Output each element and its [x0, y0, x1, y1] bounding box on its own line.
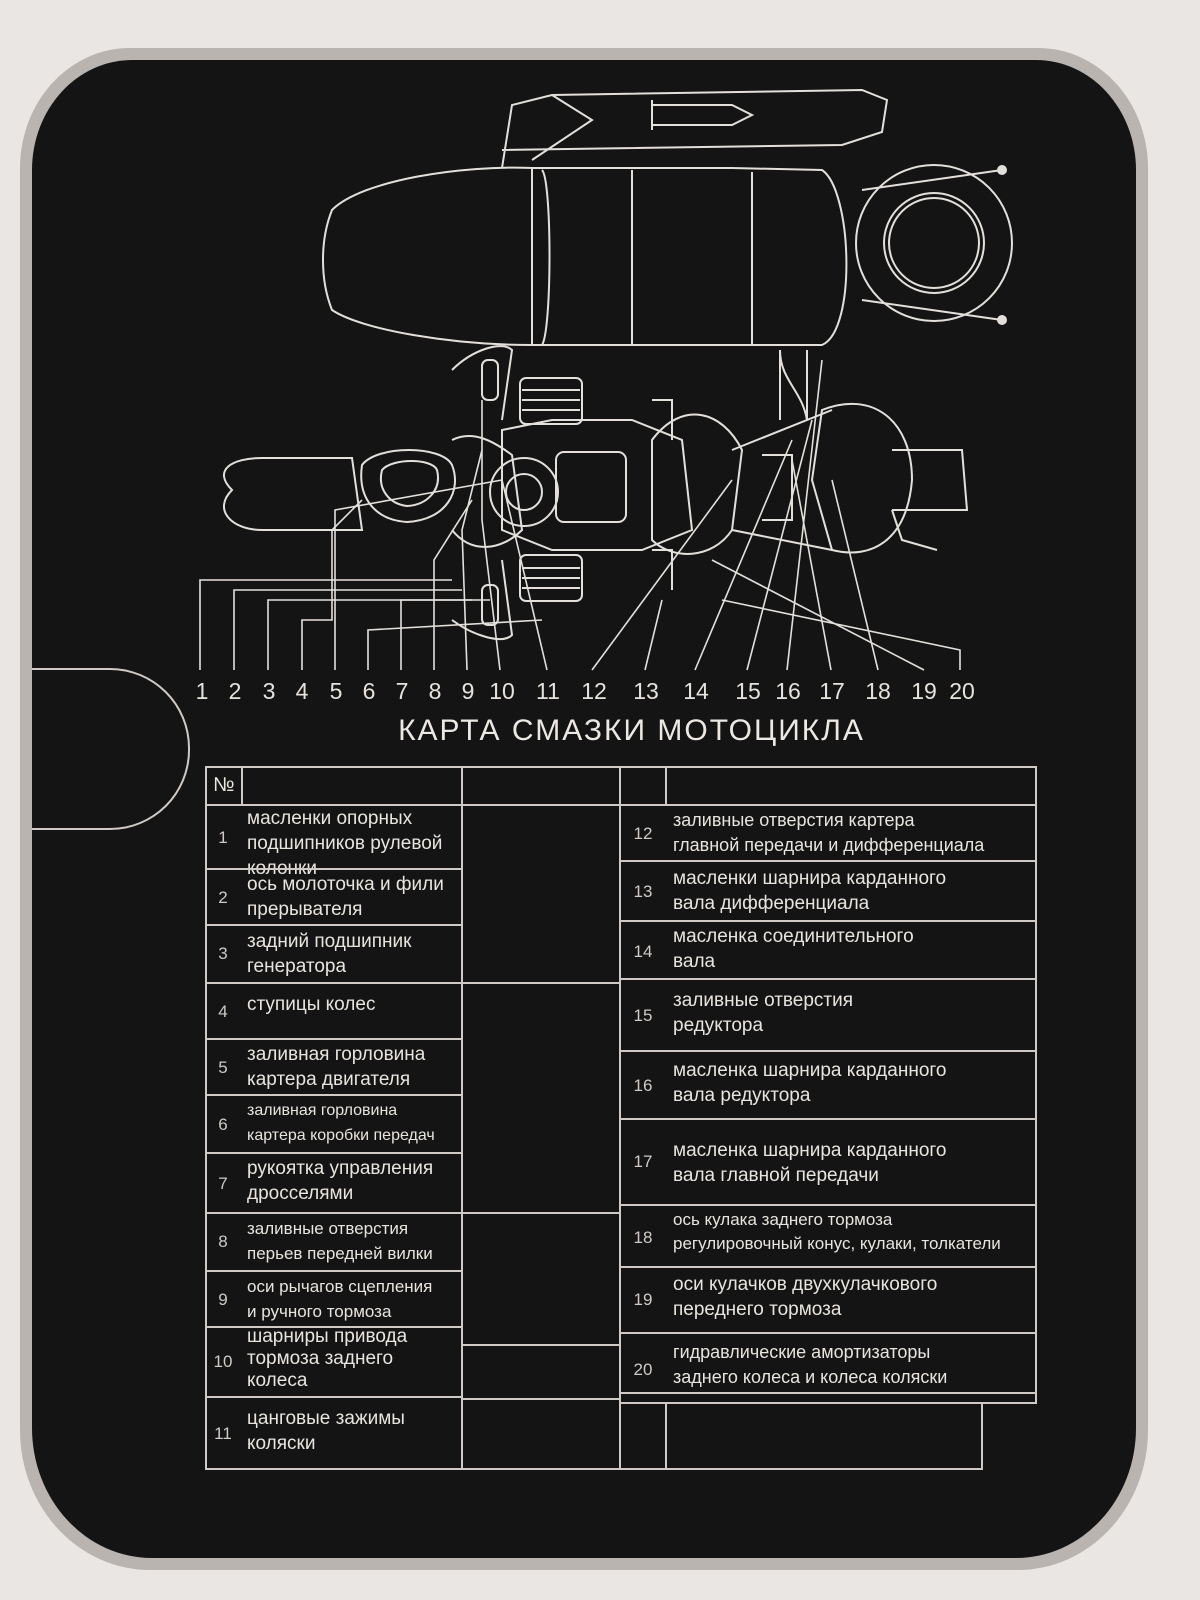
callout-number: 19	[911, 678, 937, 704]
callout-number: 17	[819, 678, 845, 704]
row-text: заливные отверстия картера главной перед…	[673, 810, 985, 855]
callout-number: 8	[428, 678, 442, 704]
row-text: заливные отверстия перьев передней вилки	[247, 1219, 433, 1263]
row-number: 13	[633, 882, 653, 901]
callout-number: 2	[228, 678, 242, 704]
row-text: заливные отверстия редуктора	[673, 990, 854, 1036]
callout-leaders	[199, 359, 961, 671]
row-text: задний подшипник генератора	[247, 931, 412, 977]
callout-number: 3	[262, 678, 276, 704]
row-number: 15	[633, 1006, 653, 1025]
callout-number: 1	[195, 678, 209, 704]
callout-number: 12	[581, 678, 607, 704]
row-text: заливная горловина картера коробки перед…	[247, 1102, 435, 1144]
callout-number: 6	[362, 678, 376, 704]
callout-number: 18	[865, 678, 891, 704]
row-text: ступицы колес	[247, 994, 376, 1015]
row-text: масленка соединительного вала	[673, 926, 914, 972]
sidecar-drawing	[322, 88, 1013, 346]
callout-number: 9	[461, 678, 475, 704]
row-number: 12	[633, 824, 653, 843]
row-number: 18	[633, 1228, 653, 1247]
row-number: 10	[213, 1352, 233, 1371]
callout-number: 10	[489, 678, 515, 704]
group-cell	[461, 1344, 621, 1400]
callout-number: 11	[536, 678, 560, 704]
row-number: 9	[218, 1290, 228, 1309]
callout-number: 13	[633, 678, 659, 704]
number-header: №	[213, 774, 235, 796]
row-number: 19	[633, 1290, 653, 1309]
callout-number-row: 1 2 3 4 5 6 7 8 9 10 11 12 13 14 15 16 1…	[32, 60, 1136, 760]
callout-number: 20	[949, 678, 975, 704]
header-cell	[619, 766, 667, 806]
row-number: 8	[218, 1232, 228, 1251]
row-text: ось молоточка и фили прерывателя	[247, 874, 444, 920]
row-number: 3	[218, 944, 228, 963]
header-cell	[205, 766, 243, 806]
empty-cell	[665, 1402, 983, 1470]
plate-title: КАРТА СМАЗКИ МОТОЦИКЛА	[398, 714, 865, 747]
row-number: 14	[633, 942, 653, 961]
row-text: шарниры привода тормоза заднего колеса	[247, 1326, 408, 1391]
callout-number: 4	[295, 678, 309, 704]
row-number: 20	[633, 1360, 653, 1379]
group-cell	[461, 1212, 621, 1346]
row-text: заливная горловина картера двигателя	[247, 1044, 426, 1090]
row-number: 11	[214, 1424, 232, 1443]
row-number: 2	[218, 888, 228, 907]
row-text: гидравлические амортизаторы заднего коле…	[673, 1342, 948, 1387]
row-number: 17	[633, 1152, 653, 1171]
group-cell	[461, 1398, 621, 1470]
row-text: ось кулака заднего тормоза регулировочны…	[673, 1210, 1001, 1253]
motorcycle-drawing	[199, 88, 1013, 671]
group-cell	[461, 804, 621, 984]
row-number: 4	[218, 1002, 228, 1021]
callout-number: 15	[735, 678, 761, 704]
row-number: 16	[633, 1076, 653, 1095]
row-text: масленка шарнира карданного вала редукто…	[673, 1060, 947, 1106]
row-text: рукоятка управления дросселями	[247, 1158, 434, 1204]
callout-number: 14	[683, 678, 709, 704]
empty-cell	[619, 1402, 667, 1470]
row-number: 5	[218, 1058, 228, 1077]
callout-number: 5	[329, 678, 343, 704]
group-cell	[461, 982, 621, 1214]
row-text: оси рычагов сцепления и ручного тормоза	[247, 1277, 433, 1321]
row-text: масленки шарнира карданного вала диффере…	[673, 868, 947, 914]
header-cell	[461, 766, 621, 806]
plate-notch	[32, 668, 190, 830]
row-text: цанговые зажимы коляски	[247, 1408, 405, 1454]
header-cell	[241, 766, 463, 806]
row-text: масленка шарнира карданного вала главной…	[673, 1140, 947, 1186]
callout-number: 16	[775, 678, 801, 704]
row-text: оси кулачков двухкулачкового переднего т…	[673, 1274, 938, 1320]
lubrication-table: № 1 масленки опорных подшипников рулевой…	[205, 766, 1069, 1476]
lubrication-plate: 1 2 3 4 5 6 7 8 9 10 11 12 13 14 15 16 1…	[32, 60, 1136, 1558]
row-number: 7	[218, 1174, 228, 1193]
callout-number: 7	[395, 678, 409, 704]
row-number: 1	[218, 828, 228, 847]
row-number: 6	[218, 1115, 228, 1134]
